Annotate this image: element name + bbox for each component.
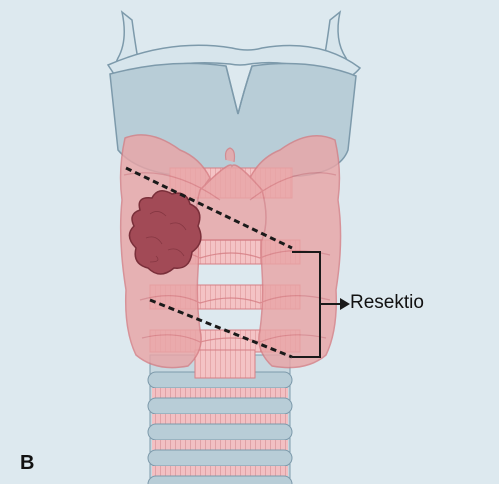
resection-label: Resektio bbox=[350, 292, 424, 314]
panel-letter: B bbox=[20, 452, 34, 475]
